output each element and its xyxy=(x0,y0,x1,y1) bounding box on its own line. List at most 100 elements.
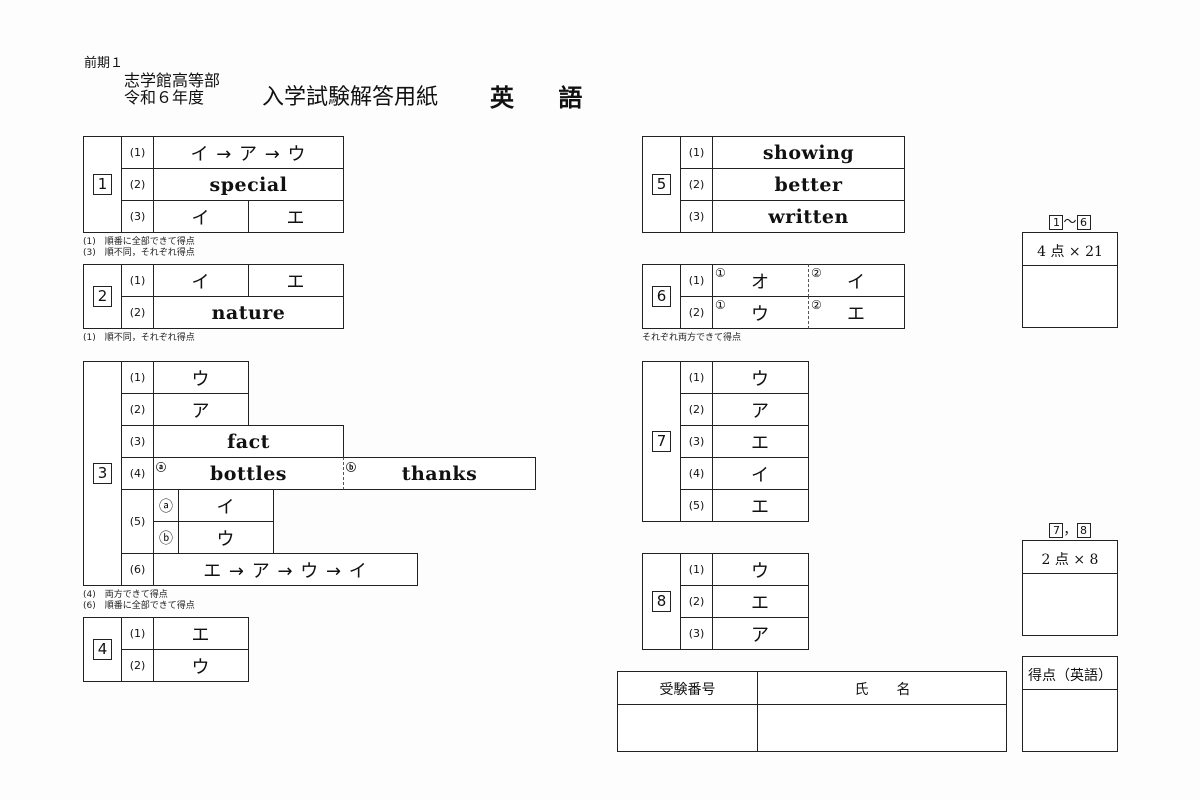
q6-r1-answer-b-text: イ xyxy=(847,271,866,293)
q2-r2-label: (2) xyxy=(121,296,154,329)
q1-r3-label: (3) xyxy=(121,200,154,233)
q6-r2-mark-b: ② xyxy=(811,298,823,312)
examinee-table-column-divider xyxy=(757,672,758,751)
q6-r2-answer-b-text: エ xyxy=(847,303,866,325)
q3-r4-mark-a: ⓐ xyxy=(156,463,167,474)
score-box-1-points: 4 点 × 21 xyxy=(1037,244,1103,260)
score-box-2: 2 点 × 8 xyxy=(1022,540,1118,636)
q8-number-box: 8 xyxy=(652,591,671,612)
q1-number: 1 xyxy=(83,136,122,233)
q3-r2-answer: ア xyxy=(153,393,249,426)
q3-r1-label: (1) xyxy=(121,361,154,394)
q6-r1-mark-b: ② xyxy=(811,266,823,280)
q3-r5-answer-b: ウ xyxy=(178,521,274,554)
q4-number-box: 4 xyxy=(93,639,112,660)
exam-number-label: 受験番号 xyxy=(659,682,716,698)
q1-r1-label: (1) xyxy=(121,136,154,169)
q7-r2-label: (2) xyxy=(680,393,713,426)
q4-r1-answer: エ xyxy=(153,617,249,650)
q8-number: 8 xyxy=(642,553,681,650)
score-box-1-heading: 1〜6 xyxy=(1022,211,1118,230)
q6-r2-label: (2) xyxy=(680,296,713,329)
q6-r1-answer-a: ① オ xyxy=(712,264,809,297)
q1-notes: (1) 順番に全部できて得点 (3) 順不同，それぞれ得点 xyxy=(83,237,195,259)
q5-r3-label: (3) xyxy=(680,200,713,233)
q3-r4-answer-a-text: bottles xyxy=(209,462,287,485)
q4-r2-label: (2) xyxy=(121,649,154,682)
q7-number-box: 7 xyxy=(652,431,671,452)
q1-r2-label: (2) xyxy=(121,168,154,201)
q6-number: 6 xyxy=(642,264,681,329)
q3-r2-label: (2) xyxy=(121,393,154,426)
q3-r4-answer-b: ⓑ thanks xyxy=(343,457,536,490)
q2-r1-label: (1) xyxy=(121,264,154,297)
q6-r2-mark-a: ① xyxy=(715,298,727,312)
q6-r1-label: (1) xyxy=(680,264,713,297)
q3-r1-answer: ウ xyxy=(153,361,249,394)
q6-r1-answer-a-text: オ xyxy=(751,271,770,293)
q5-r2-label: (2) xyxy=(680,168,713,201)
q1-note-1: (1) 順番に全部できて得点 xyxy=(83,237,195,247)
q2-r2-answer: nature xyxy=(153,296,344,329)
score-box-2-sep: ， xyxy=(1063,523,1077,538)
score-box-2-points: 2 点 × 8 xyxy=(1041,552,1099,568)
score-box-2-divider xyxy=(1023,573,1117,574)
q7-r1-label: (1) xyxy=(680,361,713,394)
q5-r3-answer: written xyxy=(712,200,905,233)
name-label: 氏 名 xyxy=(854,682,911,698)
q3-number-box: 3 xyxy=(93,463,112,484)
q3-r4-answer-b-text: thanks xyxy=(401,462,478,485)
q8-r1-label: (1) xyxy=(680,553,713,586)
q2-r1-answer-b: エ xyxy=(248,264,344,297)
q6-r2-answer-a-text: ウ xyxy=(751,303,770,325)
q3-r5-answer-a: イ xyxy=(178,489,274,522)
score-box-1-divider xyxy=(1023,265,1117,266)
q4-r1-label: (1) xyxy=(121,617,154,650)
q3-notes: (4) 両方できて得点 (6) 順番に全部できて得点 xyxy=(83,590,195,612)
q3-note-2: (6) 順番に全部できて得点 xyxy=(83,601,195,611)
q5-r1-answer: showing xyxy=(712,136,905,169)
score-box-2-heading: 7，8 xyxy=(1022,519,1118,538)
q6-r2-answer-b: ② エ xyxy=(808,296,905,329)
total-score-divider xyxy=(1023,689,1117,690)
q1-number-box: 1 xyxy=(93,174,112,195)
q5-number: 5 xyxy=(642,136,681,233)
total-score-box: 得点（英語） xyxy=(1022,656,1118,752)
q6-r1-mark-a: ① xyxy=(715,266,727,280)
q3-r6-label: (6) xyxy=(121,553,154,586)
q3-r5-mark-a: ⓐ xyxy=(153,489,179,522)
score-box-2-to: 8 xyxy=(1076,523,1091,538)
school-name-text: 志学館高等部 xyxy=(124,71,221,90)
q1-r1-answer: イ → ア → ウ xyxy=(153,136,344,169)
q5-number-box: 5 xyxy=(652,174,671,195)
q7-r5-label: (5) xyxy=(680,489,713,522)
q8-r3-label: (3) xyxy=(680,617,713,650)
q2-number-box: 2 xyxy=(93,286,112,307)
q7-number: 7 xyxy=(642,361,681,522)
q6-r2-answer-a: ① ウ xyxy=(712,296,809,329)
q4-number: 4 xyxy=(83,617,122,682)
examinee-table-divider xyxy=(618,704,1006,705)
q4-r2-answer: ウ xyxy=(153,649,249,682)
q3-r4-label: (4) xyxy=(121,457,154,490)
q1-r2-answer: special xyxy=(153,168,344,201)
score-box-2-from: 7 xyxy=(1049,523,1064,538)
q3-r4-mark-b: ⓑ xyxy=(346,463,357,474)
q3-r3-label: (3) xyxy=(121,425,154,458)
q7-r3-answer: エ xyxy=(712,425,809,458)
q3-r3-answer: fact xyxy=(153,425,344,458)
q7-r4-answer: イ xyxy=(712,457,809,490)
q8-r2-label: (2) xyxy=(680,585,713,618)
q6-note: それぞれ両方できて得点 xyxy=(642,333,742,343)
page-title: 入学試験解答用紙 xyxy=(262,85,439,110)
q7-r3-label: (3) xyxy=(680,425,713,458)
q2-number: 2 xyxy=(83,264,122,329)
score-box-1: 4 点 × 21 xyxy=(1022,232,1118,328)
q7-r4-label: (4) xyxy=(680,457,713,490)
q3-r5-label: (5) xyxy=(121,489,154,554)
q3-r6-answer: エ → ア → ウ → イ xyxy=(153,553,418,586)
subject-title: 英 語 xyxy=(490,84,601,112)
q3-r5-mark-b: ⓑ xyxy=(153,521,179,554)
term-label: 前期１ xyxy=(84,56,124,71)
q6-r1-answer-b: ② イ xyxy=(808,264,905,297)
